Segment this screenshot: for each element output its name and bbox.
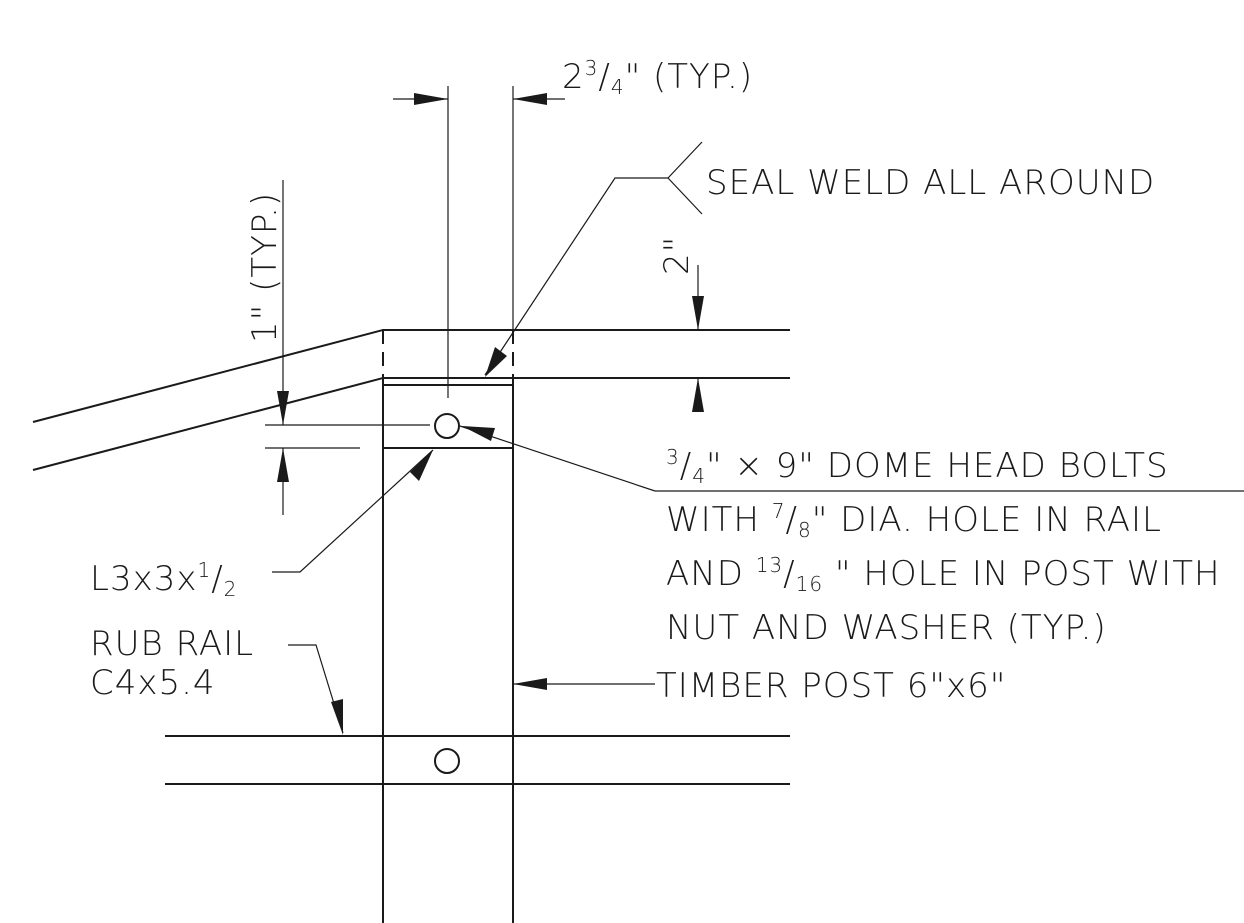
rub-rail	[165, 735, 790, 785]
rub-rail-label-line2: C4x5.4	[90, 663, 216, 703]
callout-bolts: 3/4" × 9" DOME HEAD BOLTS WITH 7/8" DIA.…	[459, 425, 1244, 648]
timber-post	[382, 330, 514, 923]
callout-rub-rail: RUB RAIL C4x5.4	[90, 624, 344, 735]
timber-post-label: TIMBER POST 6"x6"	[656, 666, 1006, 706]
dimension-label-top-width: 23/4" (TYP.)	[562, 56, 753, 99]
dimension-label-angle-offset: 1" (TYP.)	[245, 192, 285, 343]
angle-section	[383, 413, 513, 449]
callout-timber-post: TIMBER POST 6"x6"	[513, 666, 1006, 706]
top-bolt-hole	[434, 413, 460, 439]
callout-angle: L3x3x1/2	[90, 449, 434, 601]
callout-seal-weld: SEAL WELD ALL AROUND	[484, 141, 1155, 377]
bolts-note-line2: WITH 7/8" DIA. HOLE IN RAIL	[666, 499, 1162, 542]
dimension-label-rail-gap: 2"	[657, 236, 697, 275]
dimension-rail-gap: 2"	[657, 236, 704, 412]
bolts-note-line3: AND 13/16 " HOLE IN POST WITH	[666, 553, 1221, 596]
rub-rail-bolt-hole	[434, 748, 460, 774]
rub-rail-label-line1: RUB RAIL	[90, 624, 254, 664]
seal-weld-label: SEAL WELD ALL AROUND	[706, 163, 1155, 203]
dimension-angle-offset: 1" (TYP.)	[245, 180, 430, 515]
dimension-top-width: 23/4" (TYP.)	[393, 56, 753, 398]
bolts-note-line1: 3/4" × 9" DOME HEAD BOLTS	[666, 445, 1169, 488]
angle-label: L3x3x1/2	[90, 558, 237, 601]
bolts-note-line4: NUT AND WASHER (TYP.)	[666, 608, 1107, 648]
